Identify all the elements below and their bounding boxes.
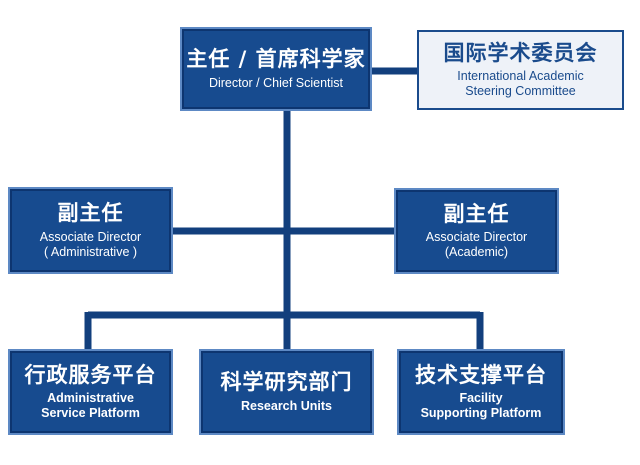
admin-platform-title-zh: 行政服务平台 — [24, 362, 157, 387]
associate-admin-title-zh: 副主任 — [57, 201, 124, 226]
facility-platform-box: 技术支撑平台 Facility Supporting Platform — [397, 349, 565, 435]
committee-title-en: International Academic Steering Committe… — [457, 69, 584, 99]
research-units-title-en: Research Units — [240, 398, 332, 413]
associate-director-academic-box: 副主任 Associate Director (Academic) — [394, 188, 559, 274]
research-units-title-zh: 科学研究部门 — [220, 370, 353, 395]
associate-academic-title-en: Associate Director (Academic) — [425, 230, 528, 260]
committee-title-zh: 国际学术委员会 — [443, 40, 598, 65]
admin-service-platform-box: 行政服务平台 Administrative Service Platform — [8, 349, 173, 435]
admin-platform-title-en: Administrative Service Platform — [41, 391, 140, 421]
facility-platform-title-en: Facility Supporting Platform — [420, 391, 542, 421]
director-title-zh: 主任 / 首席科学家 — [186, 47, 366, 72]
associate-academic-title-zh: 副主任 — [443, 201, 510, 226]
committee-box: 国际学术委员会 International Academic Steering … — [417, 30, 624, 110]
director-box: 主任 / 首席科学家 Director / Chief Scientist — [180, 27, 372, 111]
facility-platform-title-zh: 技术支撑平台 — [415, 362, 547, 387]
associate-admin-title-en: Associate Director ( Administrative ) — [39, 229, 142, 259]
research-units-box: 科学研究部门 Research Units — [199, 349, 374, 435]
associate-director-admin-box: 副主任 Associate Director ( Administrative … — [8, 187, 173, 274]
director-title-en: Director / Chief Scientist — [208, 75, 344, 90]
